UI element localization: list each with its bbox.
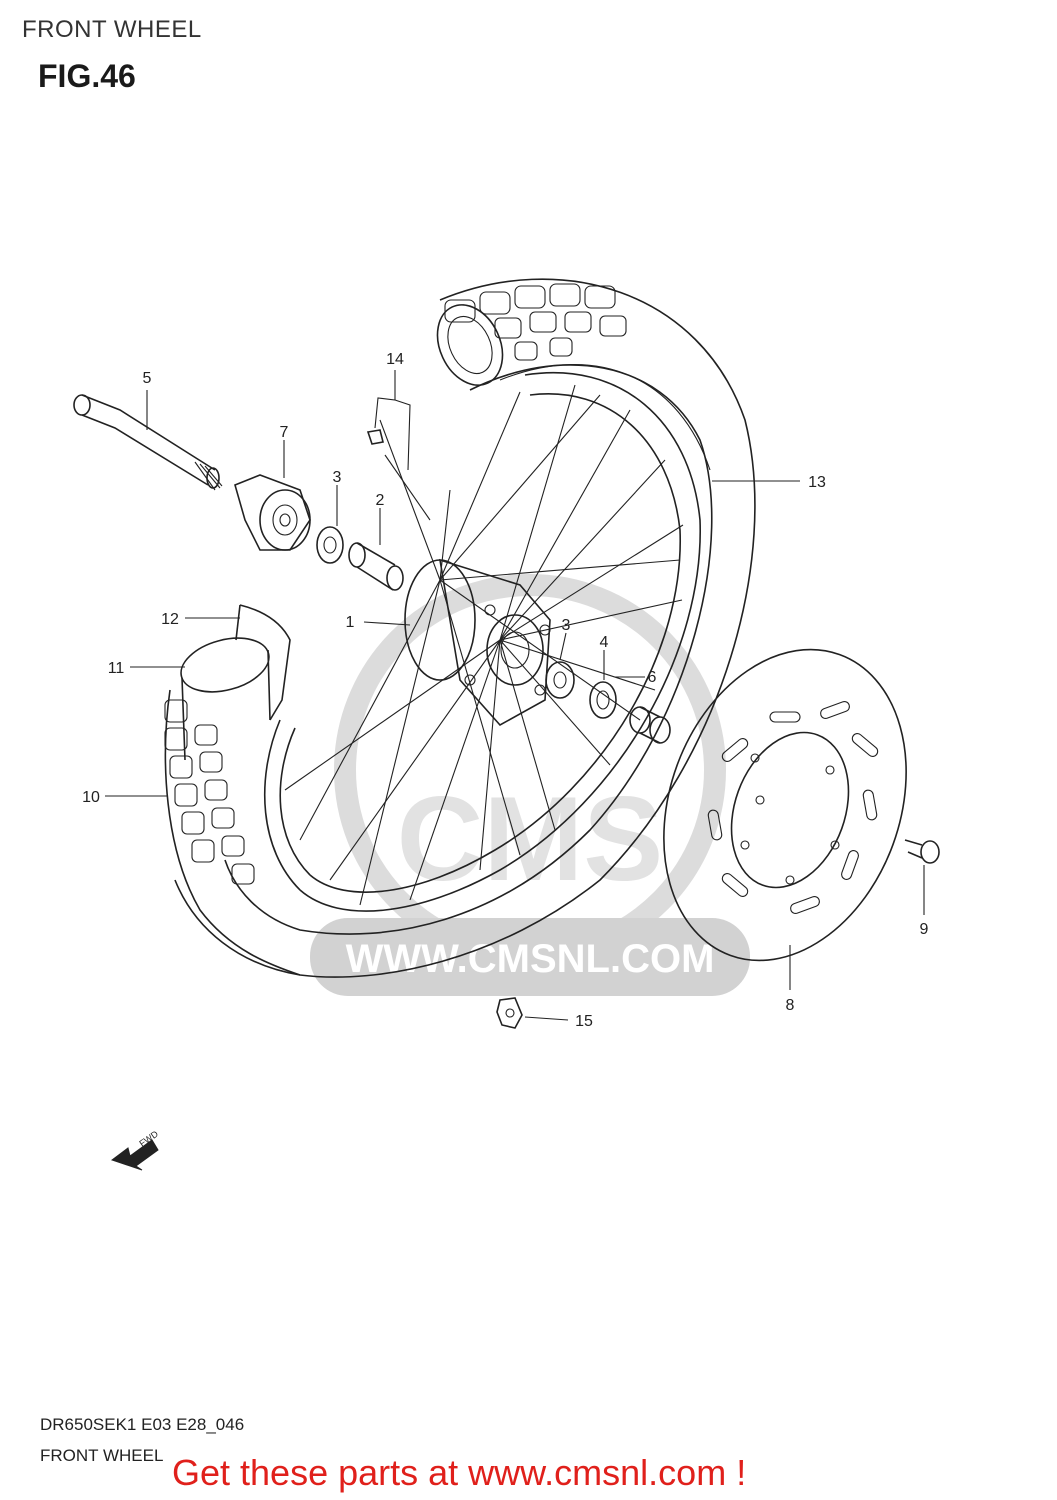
callout-12: 12 [161,611,179,628]
bearing-left [316,526,344,564]
figure-number: FIG.46 [38,58,136,94]
oil-seal [589,681,617,719]
callout-1: 1 [346,614,355,631]
callout-2: 2 [376,492,385,509]
diagram-model-code: DR650SEK1 E03 E28_046 [40,1415,245,1434]
leader-lines [105,370,925,1021]
front-axle [73,394,223,491]
watermark: CMS WWW.CMSNL.COM [310,574,750,996]
callout-3a: 3 [333,469,342,486]
wheel-rim [263,371,701,912]
callout-4: 4 [600,634,609,651]
spacer-right [629,706,671,744]
callout-10: 10 [82,789,100,806]
watermark-text: WWW.CMSNL.COM [346,937,715,981]
tread-pattern-top [444,283,627,361]
inner-tube [180,637,271,761]
wheel-hub [404,558,551,727]
diagram-footer-title: FRONT WHEEL [40,1446,164,1465]
disc-bolt [904,839,940,864]
speedometer-gearbox [234,474,311,551]
svg-text:CMS: CMS [397,772,664,906]
callout-13: 13 [808,474,826,491]
spoke-nipple [366,429,431,521]
valve-clip [496,997,523,1029]
tyre-outline [174,278,756,978]
page-header-title: FRONT WHEEL [22,16,202,43]
callout-14: 14 [386,351,404,368]
callout-8: 8 [786,997,795,1014]
callout-6: 6 [648,669,657,686]
tyre-side-blocks [164,689,301,976]
callout-11: 11 [108,660,125,677]
callout-9: 9 [920,921,929,938]
forward-arrow-icon: FWD [110,1128,160,1171]
callout-3b: 3 [562,617,571,634]
callout-7: 7 [280,424,289,441]
brake-disc [663,648,907,962]
spokes [284,384,684,906]
rim-band [235,604,291,721]
bearing-right [545,661,575,699]
callouts: 1 2 3 3 4 5 6 7 8 9 10 11 12 13 14 15 [82,351,928,1030]
buy-parts-link[interactable]: Get these parts at www.cmsnl.com ! [172,1452,747,1493]
callout-5: 5 [143,370,152,387]
callout-15: 15 [575,1013,593,1030]
spacer-tube [348,542,404,591]
